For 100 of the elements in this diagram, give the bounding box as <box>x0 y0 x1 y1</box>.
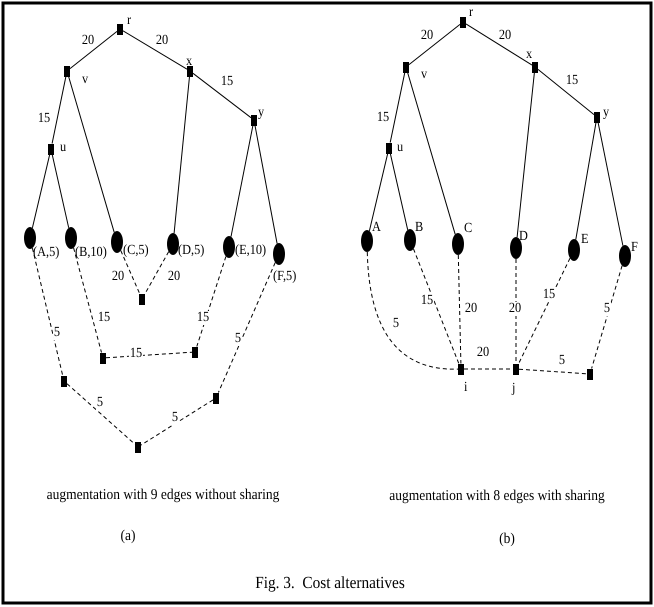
node-label: C <box>464 221 472 237</box>
junction-square <box>117 24 123 34</box>
tree-edge <box>575 122 596 240</box>
node-label: B <box>415 220 424 236</box>
dashed-edge <box>144 251 170 294</box>
edge-label: 20 <box>508 302 522 316</box>
tree-edge <box>70 30 118 70</box>
tree-edge <box>230 125 254 238</box>
tree-edge <box>390 72 406 143</box>
terminal-ellipse <box>167 233 179 255</box>
tree-edge <box>598 122 624 246</box>
node-label: y <box>258 105 264 121</box>
tree-edge <box>52 154 70 228</box>
edge-label: 5 <box>53 326 61 340</box>
node-label: D <box>519 229 528 245</box>
node-label: (D,5) <box>178 243 204 259</box>
tree-edge <box>466 23 532 66</box>
dashed-edge <box>196 256 226 347</box>
junction-square <box>594 112 600 122</box>
junction-square <box>213 392 219 404</box>
terminal-ellipse <box>65 227 77 249</box>
junction-square <box>135 442 141 452</box>
node-label: x <box>526 47 532 63</box>
tree-edge <box>52 76 66 144</box>
junction-square <box>513 364 519 374</box>
node-label: (C,5) <box>123 243 149 259</box>
dashed-edge <box>140 399 214 446</box>
tree-edge <box>407 72 456 235</box>
dashed-edge <box>120 250 140 294</box>
tree-edge <box>254 125 278 244</box>
panel-description: augmentation with 9 edges without sharing <box>46 487 280 504</box>
node-label: E <box>581 232 589 248</box>
dashed-edge <box>518 258 570 364</box>
node-label: (A,5) <box>33 245 60 261</box>
node-label: u <box>397 140 404 156</box>
tree-edge <box>538 68 594 116</box>
subfigure-label: (b) <box>499 531 515 548</box>
node-label: u <box>60 140 66 156</box>
edge-label: 5 <box>234 332 242 346</box>
terminal-ellipse <box>404 229 416 251</box>
dashed-edge <box>66 383 136 445</box>
tree-edge <box>516 72 535 238</box>
edge-label: 15 <box>196 311 210 325</box>
dashed-edge <box>106 352 192 358</box>
tree-edge <box>68 76 115 233</box>
node-label: i <box>464 380 468 396</box>
junction-square <box>458 364 464 374</box>
node-label: (F,5) <box>273 269 296 285</box>
junction-square <box>100 352 106 364</box>
junction-square <box>48 144 54 154</box>
junction-square <box>251 114 257 126</box>
terminal-ellipse <box>111 231 123 253</box>
dashed-edge <box>518 368 588 374</box>
terminal-ellipse <box>223 236 235 258</box>
terminal-ellipse <box>619 245 631 267</box>
tree-edge <box>32 154 50 228</box>
node-label: F <box>631 240 638 256</box>
junction-square <box>403 62 409 72</box>
tree-edge <box>408 24 460 66</box>
node-label: v <box>82 72 88 88</box>
subfigure-label: (a) <box>120 528 136 545</box>
junction-square <box>187 66 193 76</box>
junction-square <box>386 142 392 154</box>
dashed-edge <box>458 254 462 364</box>
node-label: j <box>512 381 516 397</box>
terminal-ellipse <box>273 243 285 265</box>
tree-edge <box>174 76 190 234</box>
node-label: A <box>372 220 381 236</box>
tree-edge <box>192 72 252 118</box>
node-label: v <box>421 67 428 83</box>
edge-label: 15 <box>542 288 556 302</box>
node-label: (E,10) <box>235 243 266 259</box>
junction-square <box>460 16 466 28</box>
dashed-edge <box>591 265 623 369</box>
dashed-edge <box>218 262 276 393</box>
node-label: r <box>127 13 132 29</box>
node-label: (B,10) <box>75 245 107 261</box>
tree-edge <box>390 153 408 230</box>
node-label: r <box>469 5 474 21</box>
dashed-edge <box>366 252 458 370</box>
terminal-ellipse <box>361 230 373 252</box>
figure-caption: Fig. 3. Cost alternatives <box>255 573 405 593</box>
junction-square <box>587 368 593 380</box>
dashed-edge <box>73 247 102 353</box>
panel-description: augmentation with 8 edges with sharing <box>389 488 605 505</box>
dashed-edge <box>413 248 460 364</box>
terminal-ellipse <box>568 239 580 261</box>
junction-square <box>61 376 67 386</box>
terminal-ellipse <box>452 233 464 255</box>
edge-label: 5 <box>96 396 104 410</box>
junction-square <box>139 294 145 304</box>
junction-square <box>192 346 198 358</box>
tree-edge <box>368 153 388 232</box>
edge-label: 5 <box>171 411 179 425</box>
node-label: x <box>186 54 192 70</box>
dashed-edge <box>32 248 64 376</box>
junction-square <box>532 62 538 72</box>
tree-edge <box>122 30 188 70</box>
node-label: y <box>603 105 610 121</box>
edge-label: 5 <box>603 302 611 316</box>
